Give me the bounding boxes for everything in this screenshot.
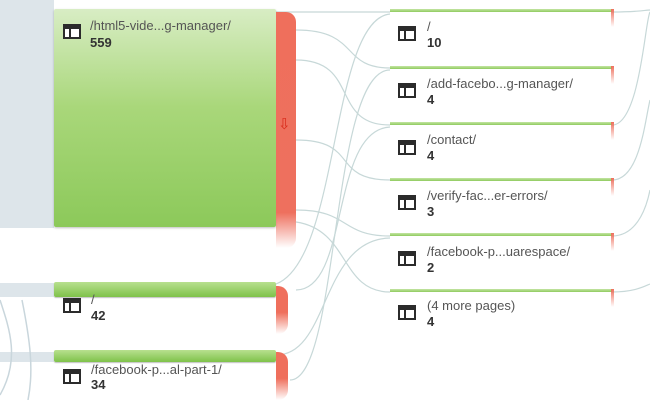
node-count: 4 (427, 148, 435, 163)
page-icon (63, 298, 81, 313)
page-icon (398, 305, 416, 320)
page-icon (63, 24, 81, 39)
page-icon (398, 251, 416, 266)
node-count: 4 (427, 314, 435, 329)
node-label: / (91, 292, 95, 307)
node-label: (4 more pages) (427, 298, 516, 313)
node-count: 3 (427, 204, 435, 219)
node-label: /verify-fac...er-errors/ (427, 188, 548, 203)
main-node-dropoff-bar[interactable]: ⇩ (276, 12, 296, 248)
node-count: 2 (427, 260, 435, 275)
node-label: /add-facebo...g-manager/ (427, 76, 573, 91)
node-label: /contact/ (427, 132, 477, 147)
page-icon (398, 83, 416, 98)
node-count: 34 (91, 377, 106, 392)
incoming-flow-third (0, 352, 54, 362)
arrow-down-icon: ⇩ (278, 116, 291, 133)
page-icon (398, 26, 416, 41)
page-icon (398, 140, 416, 155)
node-count: 10 (427, 35, 442, 50)
incoming-flow-second (0, 283, 54, 297)
outgoing-flows (275, 11, 391, 381)
node-count: 42 (91, 308, 106, 323)
incoming-flow-main (0, 0, 54, 228)
node-label: /facebook-p...uarespace/ (427, 244, 571, 259)
node-count: 4 (427, 92, 435, 107)
page-node-facebook-part-1[interactable] (54, 350, 276, 362)
node-label: / (427, 19, 431, 34)
page-icon (398, 195, 416, 210)
node-count: 559 (90, 35, 112, 50)
root-node-dropoff-bar[interactable] (276, 286, 288, 334)
page-node-root[interactable] (54, 282, 276, 297)
main-page-node[interactable]: /html5-vide...g-manager/ 559 (54, 9, 276, 227)
page-icon (63, 369, 81, 384)
node-label: /facebook-p...al-part-1/ (91, 362, 222, 377)
node-label: /html5-vide...g-manager/ (90, 18, 231, 33)
facebook-part-1-dropoff-bar[interactable] (276, 352, 288, 400)
